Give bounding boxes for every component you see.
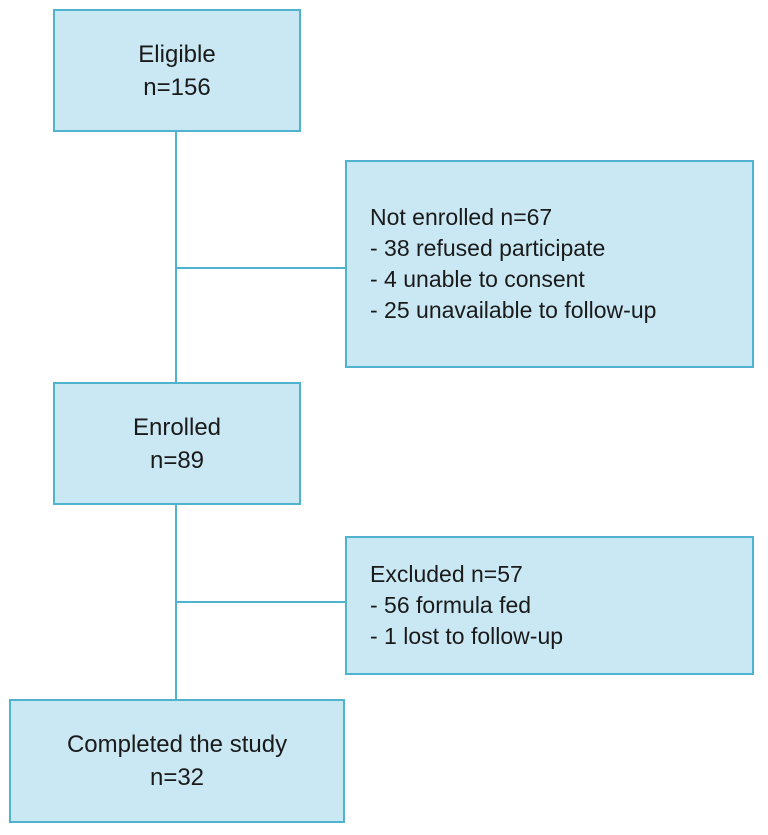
enrolled-box: Enrolled n=89 — [53, 382, 301, 505]
eligible-count: n=156 — [143, 73, 211, 101]
eligible-box: Eligible n=156 — [53, 9, 301, 132]
excluded-heading: Excluded n=57 — [370, 561, 523, 587]
connector-eligible-to-enrolled — [175, 132, 177, 382]
not-enrolled-box: Not enrolled n=67 - 38 refused participa… — [345, 160, 754, 368]
completed-box: Completed the study n=32 — [9, 699, 345, 823]
excluded-item: - 1 lost to follow-up — [370, 623, 564, 649]
excluded-box: Excluded n=57 - 56 formula fed - 1 lost … — [345, 536, 754, 675]
enrolled-label: Enrolled — [132, 413, 222, 441]
eligible-label: Eligible — [138, 40, 216, 68]
not-enrolled-item: - 4 unable to consent — [370, 266, 585, 292]
connector-to-excluded — [175, 601, 345, 603]
not-enrolled-item: - 25 unavailable to follow-up — [370, 297, 657, 323]
not-enrolled-item: - 38 refused participate — [370, 235, 606, 261]
connector-to-not-enrolled — [175, 267, 345, 269]
enrolled-count: n=89 — [149, 446, 205, 474]
completed-label: Completed the study — [66, 731, 288, 758]
completed-count: n=32 — [149, 764, 205, 791]
not-enrolled-heading: Not enrolled n=67 — [370, 204, 553, 230]
excluded-item: - 56 formula fed — [370, 592, 532, 618]
